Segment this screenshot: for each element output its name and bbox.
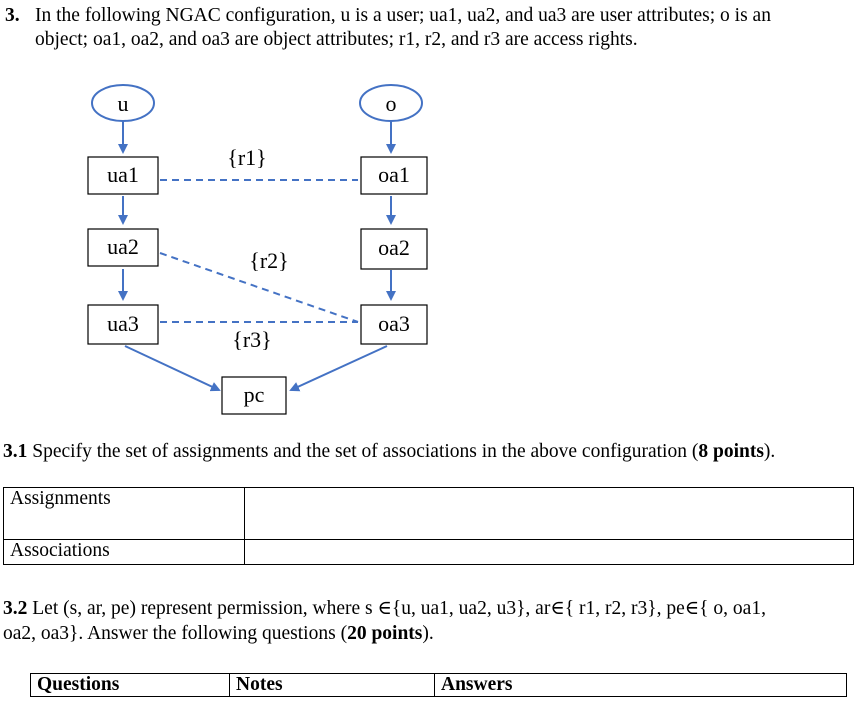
assignments-label: Assignments (3, 487, 245, 540)
node-oa3 (360, 304, 428, 345)
edge-label-r1: {r1} (227, 145, 266, 170)
edge-label-r2: {r2} (249, 248, 288, 273)
assignment-edges (118, 121, 396, 392)
assignments-associations-table: Assignments Associations (3, 487, 854, 565)
question-line-1: In the following NGAC configuration, u i… (35, 5, 771, 26)
node-ua2-label: ua2 (107, 234, 139, 259)
node-ua3 (87, 304, 159, 345)
section-3-1-number: 3.1 (3, 441, 28, 462)
node-u-label: u (118, 91, 129, 116)
node-oa2 (360, 228, 428, 270)
node-oa1-label: oa1 (378, 162, 410, 187)
node-oa3-label: oa3 (378, 311, 410, 336)
associations-label: Associations (3, 539, 245, 565)
assignments-answer-cell[interactable] (244, 487, 854, 540)
header-answers: Answers (434, 673, 847, 697)
questions-table-header: Questions Notes Answers (30, 673, 847, 697)
question-number: 3. (5, 5, 20, 26)
edge-oa3-pc (289, 345, 388, 392)
questions-table: Questions Notes Answers (30, 673, 847, 697)
node-ua3-label: ua3 (107, 311, 139, 336)
header-questions: Questions (30, 673, 230, 697)
section-3-2-number: 3.2 (3, 598, 28, 619)
edge-label-r3: {r3} (232, 327, 271, 352)
node-o (359, 84, 423, 122)
associations-answer-cell[interactable] (244, 539, 854, 565)
section-3-2-tail: ). (422, 623, 434, 644)
edge-ua3-pc (124, 345, 221, 392)
node-u (91, 84, 155, 122)
node-oa1 (360, 156, 428, 195)
node-o-label: o (386, 91, 397, 116)
association-ua2-oa3 (159, 252, 359, 323)
section-3-1-tail: ). (763, 441, 776, 462)
node-ua1-label: ua1 (107, 162, 139, 187)
header-notes: Notes (229, 673, 435, 697)
node-pc-label: pc (244, 382, 265, 407)
node-oa2-label: oa2 (378, 235, 410, 260)
section-3-1-body: Specify the set of assignments and the s… (32, 441, 699, 462)
node-pc (221, 376, 287, 415)
section-3-2-line-2: oa2, oa3}. Answer the following question… (3, 623, 348, 644)
assignments-row: Assignments (3, 487, 854, 540)
section-3-1-text: 3.1 Specify the set of assignments and t… (3, 439, 863, 464)
section-3-2-text: 3.2 Let (s, ar, pe) represent permission… (3, 596, 863, 646)
section-3-2-line-1: Let (s, ar, pe) represent permission, wh… (32, 598, 766, 619)
section-3-2-points: 20 points (347, 623, 423, 644)
association-edges (159, 179, 359, 323)
question-line-2: object; oa1, oa2, and oa3 are object att… (35, 29, 638, 50)
associations-row: Associations (3, 539, 854, 565)
node-ua1 (87, 156, 159, 195)
section-3-1-points: 8 points (698, 441, 764, 462)
ngac-diagram: u o ua1 ua2 ua3 oa1 oa2 oa3 pc {r1} {r2}… (87, 84, 428, 415)
node-ua2 (87, 228, 159, 267)
question-header: 3. In the following NGAC configuration, u… (5, 4, 860, 52)
